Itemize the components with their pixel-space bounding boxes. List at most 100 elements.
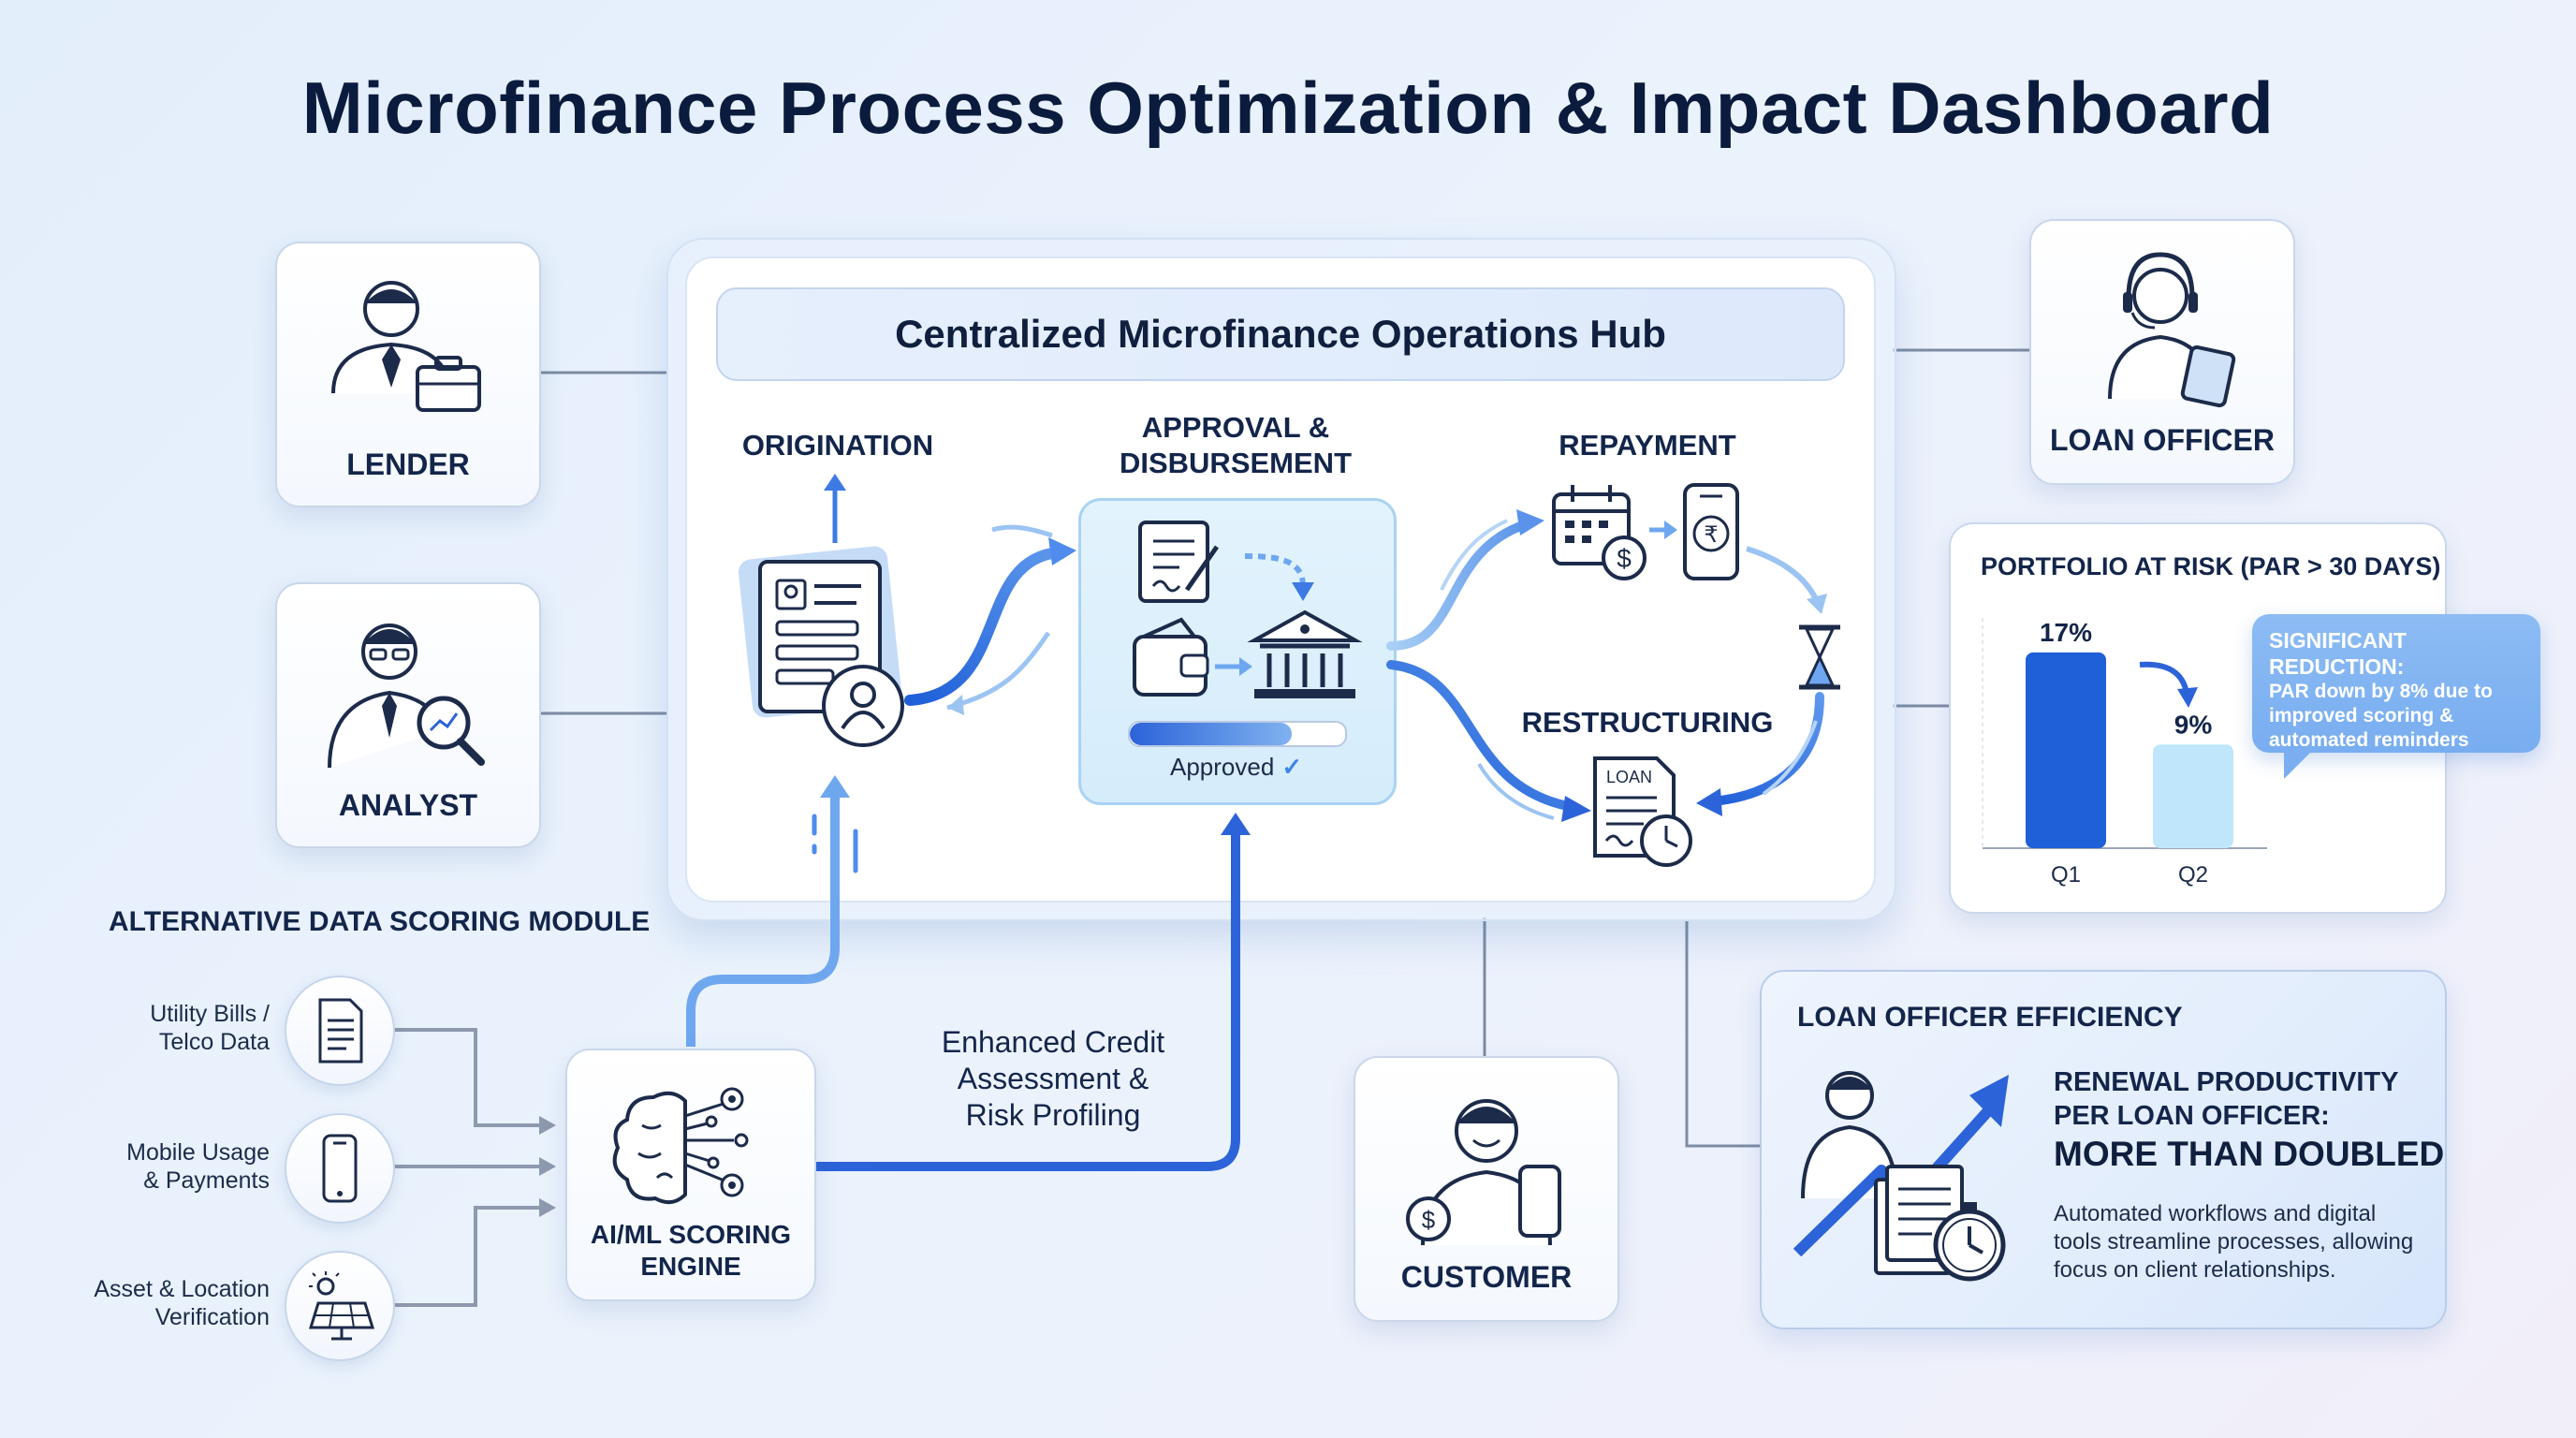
par-reduction-arrowhead [2177,687,2198,708]
par-chart: 17% Q1 9% Q2 [1982,618,2267,888]
ai-ml-engine-card: AI/ML SCORING ENGINE [565,1049,816,1301]
svg-text:$: $ [1617,544,1632,573]
asset-location-circle [285,1251,395,1361]
source-mobile-line1: Mobile Usage [126,1139,270,1166]
flow-arrow-approval-restructuring [1386,660,1577,812]
efficiency-heading-line2: PER LOAN OFFICER: [2054,1101,2330,1131]
to-bank-arrow [1244,553,1314,601]
stage-approval-label: APPROVAL & DISBURSEMENT [1076,410,1395,481]
wallet-icon [1133,617,1252,697]
document-icon [318,998,363,1064]
check-icon: ✓ [1281,753,1303,781]
loan-officer-label: LOAN OFFICER [2050,423,2275,457]
svg-text:$: $ [1422,1206,1436,1234]
source-asset-line1: Asset & Location [94,1276,270,1302]
efficiency-body: Automated workflows and digital tools st… [2054,1200,2428,1284]
efficiency-body-line2: tools streamline processes, allowing [2054,1229,2414,1255]
flow-arrow-repayment-cycle [1746,546,1819,601]
approval-progress-bar [1128,721,1347,747]
efficiency-title: LOAN OFFICER EFFICIENCY [1797,1002,2183,1033]
svg-text:₹: ₹ [1704,521,1718,548]
par-value-label-q1: 17% [2040,618,2092,647]
contract-icon [1138,521,1220,603]
source-asset-text: Asset & Location Verification [36,1275,270,1331]
source-utility-text: Utility Bills / Telco Data [36,1000,270,1056]
efficiency-heading: RENEWAL PRODUCTIVITY PER LOAN OFFICER: [2054,1065,2398,1133]
utility-bills-circle [285,976,395,1086]
loan-officer-headset-icon [2108,252,2236,408]
ai-ml-engine-line1: AI/ML SCORING [590,1220,792,1249]
approval-progress-fill [1130,723,1292,745]
lender-icon [331,281,481,412]
flow-arrow-origination-approval-thin [946,631,1051,711]
efficiency-body-line1: Automated workflows and digital [2054,1201,2377,1226]
flow-arrow-engine-origination [686,794,840,1047]
credit-assessment-line1: Enhanced Credit [941,1025,1165,1059]
credit-assessment-line3: Risk Profiling [965,1098,1141,1132]
solar-panel-icon [308,1271,375,1341]
loan-doc-label: LOAN [1606,768,1652,786]
par-bar-q1 [2026,652,2106,848]
ai-ml-engine-label: AI/ML SCORING ENGINE [567,1219,814,1283]
loan-document-icon: LOAN [1593,756,1692,867]
efficiency-body-line3: focus on client relationships. [2054,1257,2336,1283]
par-value-label-q2: 9% [2174,710,2213,739]
flow-arrow-origination-approval [904,547,1063,706]
stage-repayment-label: REPAYMENT [1559,429,1736,462]
stopwatch-icon [1933,1202,2006,1282]
par-tick-label-q2: Q2 [2178,862,2208,888]
ai-brain-icon [612,1087,749,1205]
callout-line3: automated reminders [2269,729,2469,751]
loan-officer-card: LOAN OFFICER [2029,219,2295,485]
customer-label: CUSTOMER [1400,1260,1573,1294]
analyst-card: ANALYST [275,582,541,848]
approved-status: Approved✓ [1170,753,1302,782]
hourglass-icon [1799,624,1840,690]
customer-icon: $ [1406,1099,1561,1246]
bank-icon [1247,609,1363,698]
customer-card: $ CUSTOMER [1354,1056,1619,1322]
par-chart-title: PORTFOLIO AT RISK (PAR > 30 DAYS) [1981,552,2441,580]
stage-approval-line2: DISBURSEMENT [1119,447,1352,479]
callout-title: SIGNIFICANT REDUCTION: [2269,628,2407,679]
efficiency-heading-line1: RENEWAL PRODUCTIVITY [2054,1067,2399,1097]
lender-label: LENDER [346,448,470,481]
stage-origination-label: ORIGINATION [741,429,934,462]
credit-assessment-line2: Assessment & [957,1062,1149,1095]
source-utility-line1: Utility Bills / [150,1001,270,1027]
par-reduction-arrow [2139,661,2189,694]
mobile-usage-circle [285,1113,395,1224]
stage-approval-line1: APPROVAL & [1141,411,1330,444]
page-title: Microfinance Process Optimization & Impa… [301,66,2275,149]
approved-label: Approved [1170,753,1275,781]
analyst-icon [328,624,485,769]
flow-arrow-engine-approval [814,831,1240,1171]
callout-line1: PAR down by 8% due to [2269,681,2493,702]
efficiency-illustration [1793,1071,2009,1282]
origination-up-arrow [824,474,846,543]
par-bar-q2 [2153,744,2233,848]
source-mobile-text: Mobile Usage & Payments [36,1138,270,1195]
source-asset-line2: Verification [154,1304,270,1330]
source-utility-line2: Telco Data [158,1029,270,1055]
lender-card: LENDER [275,242,541,507]
hub-title: Centralized Microfinance Operations Hub [716,287,1845,381]
flow-arrow-approval-repayment [1386,520,1530,651]
par-reduction-callout: SIGNIFICANT REDUCTION: PAR down by 8% du… [2252,614,2540,753]
alt-data-title: ALTERNATIVE DATA SCORING MODULE [109,906,651,937]
mobile-payment-icon: ₹ [1683,483,1739,580]
calendar-payment-icon: $ [1552,485,1677,580]
application-form-icon [738,546,904,747]
callout-line2: improved scoring & [2269,705,2454,726]
credit-assessment-text: Enhanced Credit Assessment & Risk Profil… [889,1024,1217,1134]
efficiency-highlight: MORE THAN DOUBLED [2054,1135,2445,1173]
ai-ml-engine-line2: ENGINE [640,1252,741,1281]
callout-tail [2284,749,2314,779]
par-tick-label-q1: Q1 [2051,862,2081,888]
mobile-phone-icon [322,1134,358,1203]
stage-restructuring-label: RESTRUCTURING [1521,706,1774,739]
analyst-label: ANALYST [338,788,478,822]
source-mobile-line2: & Payments [143,1167,270,1194]
